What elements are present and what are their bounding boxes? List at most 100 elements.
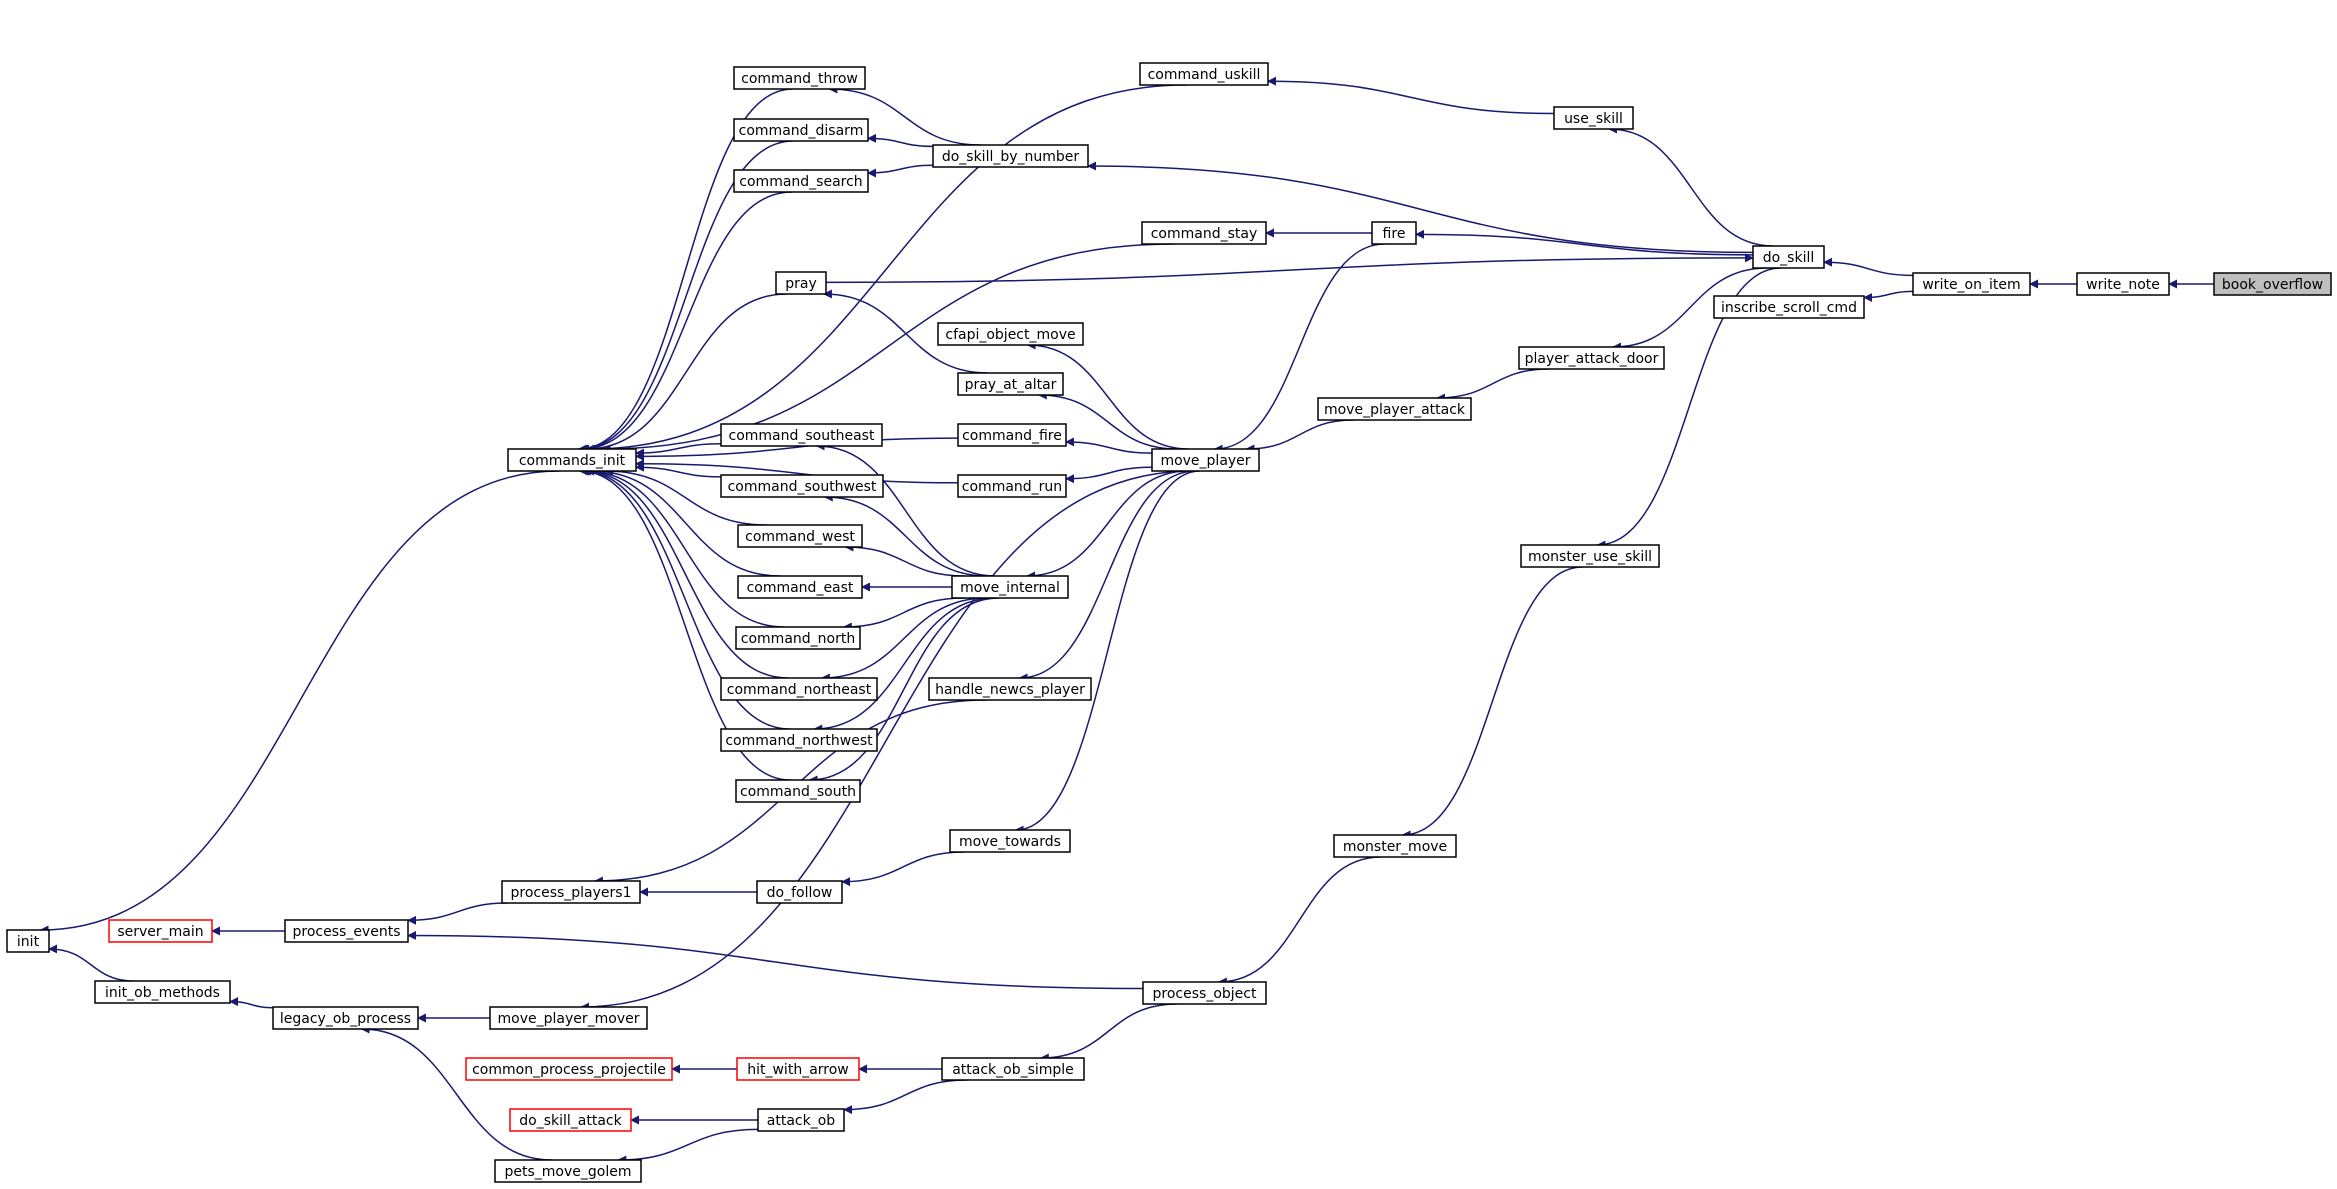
edges-layer [39, 76, 2214, 1165]
node-label-do_follow: do_follow [767, 885, 833, 901]
edge-player_attack_door-to-move_player_attack [1436, 368, 1550, 403]
node-box-pray_at_altar [957, 372, 1064, 396]
node-move_towards[interactable]: move_towards [949, 829, 1071, 853]
node-command_southeast[interactable]: command_southeast [720, 423, 883, 447]
node-command_run[interactable]: command_run [957, 474, 1067, 498]
node-move_player_mover[interactable]: move_player_mover [489, 1006, 648, 1030]
node-monster_move[interactable]: monster_move [1333, 834, 1457, 858]
node-label-process_events: process_events [293, 924, 401, 940]
node-label-move_towards: move_towards [959, 834, 1061, 850]
node-box-do_follow [756, 880, 843, 904]
node-label-move_player: move_player [1160, 453, 1250, 469]
edge-fire-to-move_player [1213, 243, 1385, 454]
node-process_players1[interactable]: process_players1 [501, 880, 641, 904]
node-command_northwest[interactable]: command_northwest [720, 728, 878, 752]
node-book_overflow[interactable]: book_overflow [2213, 272, 2332, 296]
node-box-command_run [957, 474, 1067, 498]
node-command_disarm[interactable]: command_disarm [733, 118, 869, 142]
node-do_follow[interactable]: do_follow [756, 880, 843, 904]
node-label-command_run: command_run [962, 479, 1062, 495]
node-player_attack_door[interactable]: player_attack_door [1518, 346, 1665, 370]
node-label-commands_init: commands_init [519, 453, 626, 469]
node-process_events[interactable]: process_events [284, 919, 409, 943]
node-server_main[interactable]: server_main [108, 919, 213, 943]
edge-move_towards-to-do_follow [841, 851, 965, 887]
node-move_player_attack[interactable]: move_player_attack [1317, 397, 1472, 421]
edge-init_ob_methods-to-init [48, 944, 134, 982]
node-box-move_internal [951, 575, 1069, 599]
node-hit_with_arrow[interactable]: hit_with_arrow [736, 1057, 860, 1081]
node-box-fire [1371, 221, 1417, 245]
node-box-move_player_attack [1317, 397, 1472, 421]
edge-move_player-to-command_run [1065, 466, 1153, 484]
node-command_stay[interactable]: command_stay [1141, 221, 1267, 245]
edge-process_players1-to-process_events [407, 902, 508, 925]
node-label-player_attack_door: player_attack_door [1525, 351, 1659, 367]
node-command_west[interactable]: command_west [737, 524, 863, 548]
node-commands_init[interactable]: commands_init [507, 448, 637, 472]
edge-move_player-to-cfapi_object_move [1026, 340, 1189, 450]
node-box-command_west [737, 524, 863, 548]
node-label-inscribe_scroll_cmd: inscribe_scroll_cmd [1721, 300, 1857, 316]
node-command_fire[interactable]: command_fire [957, 423, 1067, 447]
node-use_skill[interactable]: use_skill [1553, 106, 1634, 130]
node-common_process_projectile[interactable]: common_process_projectile [465, 1057, 673, 1081]
node-command_uskill[interactable]: command_uskill [1139, 62, 1269, 86]
edge-move_player_attack-to-move_player [1245, 419, 1354, 454]
node-box-write_on_item [1912, 272, 2031, 296]
node-command_southwest[interactable]: command_southwest [720, 474, 884, 498]
edge-move_internal-to-command_south [808, 597, 999, 785]
edge-use_skill-to-command_uskill [1267, 76, 1555, 115]
node-monster_use_skill[interactable]: monster_use_skill [1520, 544, 1660, 568]
node-init_ob_methods[interactable]: init_ob_methods [94, 980, 231, 1004]
node-box-commands_init [507, 448, 637, 472]
node-box-command_east [737, 575, 863, 599]
edge-commands_init-to-init [39, 470, 560, 935]
node-handle_newcs_player[interactable]: handle_newcs_player [928, 677, 1092, 701]
edge-monster_move-to-process_object [1217, 856, 1381, 987]
edge-move_player-to-move_internal [1026, 470, 1189, 581]
node-write_note[interactable]: write_note [2076, 272, 2170, 296]
node-inscribe_scroll_cmd[interactable]: inscribe_scroll_cmd [1713, 295, 1865, 319]
node-do_skill_by_number[interactable]: do_skill_by_number [932, 144, 1089, 168]
edge-do_skill-to-monster_use_skill [1596, 267, 1782, 550]
edge-command_stay-to-commands_init [601, 243, 1174, 454]
node-pray_at_altar[interactable]: pray_at_altar [957, 372, 1064, 396]
node-label-write_on_item: write_on_item [1922, 277, 2020, 293]
node-write_on_item[interactable]: write_on_item [1912, 272, 2031, 296]
node-box-command_disarm [733, 118, 869, 142]
node-box-monster_use_skill [1520, 544, 1660, 568]
edge-move_player-to-move_player_mover [580, 470, 1193, 1012]
node-process_object[interactable]: process_object [1142, 981, 1267, 1005]
edge-command_north-to-commands_init [585, 466, 785, 628]
node-init[interactable]: init [6, 929, 50, 953]
node-command_east[interactable]: command_east [737, 575, 863, 599]
node-attack_ob[interactable]: attack_ob [757, 1108, 845, 1132]
node-move_internal[interactable]: move_internal [951, 575, 1069, 599]
node-label-command_northwest: command_northwest [725, 733, 873, 749]
node-do_skill_attack[interactable]: do_skill_attack [509, 1108, 632, 1132]
node-label-move_player_attack: move_player_attack [1324, 402, 1466, 418]
node-box-command_fire [957, 423, 1067, 447]
node-pray[interactable]: pray [775, 271, 827, 295]
node-legacy_ob_process[interactable]: legacy_ob_process [272, 1006, 419, 1030]
node-command_throw[interactable]: command_throw [733, 66, 866, 90]
node-box-command_search [733, 169, 869, 193]
node-cfapi_object_move[interactable]: cfapi_object_move [937, 322, 1084, 346]
node-command_south[interactable]: command_south [735, 779, 861, 803]
node-do_skill[interactable]: do_skill [1752, 245, 1825, 269]
node-label-book_overflow: book_overflow [2222, 277, 2323, 293]
edge-pray-to-commands_init [585, 293, 787, 454]
node-command_north[interactable]: command_north [735, 626, 861, 650]
node-box-command_northeast [720, 677, 878, 701]
node-label-process_object: process_object [1153, 986, 1257, 1002]
node-move_player[interactable]: move_player [1151, 448, 1260, 472]
node-pets_move_golem[interactable]: pets_move_golem [494, 1159, 642, 1183]
node-box-command_south [735, 779, 861, 803]
node-command_search[interactable]: command_search [733, 169, 869, 193]
node-command_northeast[interactable]: command_northeast [720, 677, 878, 701]
node-fire[interactable]: fire [1371, 221, 1417, 245]
node-box-command_uskill [1139, 62, 1269, 86]
node-label-command_southwest: command_southwest [728, 479, 877, 495]
node-attack_ob_simple[interactable]: attack_ob_simple [941, 1057, 1085, 1081]
